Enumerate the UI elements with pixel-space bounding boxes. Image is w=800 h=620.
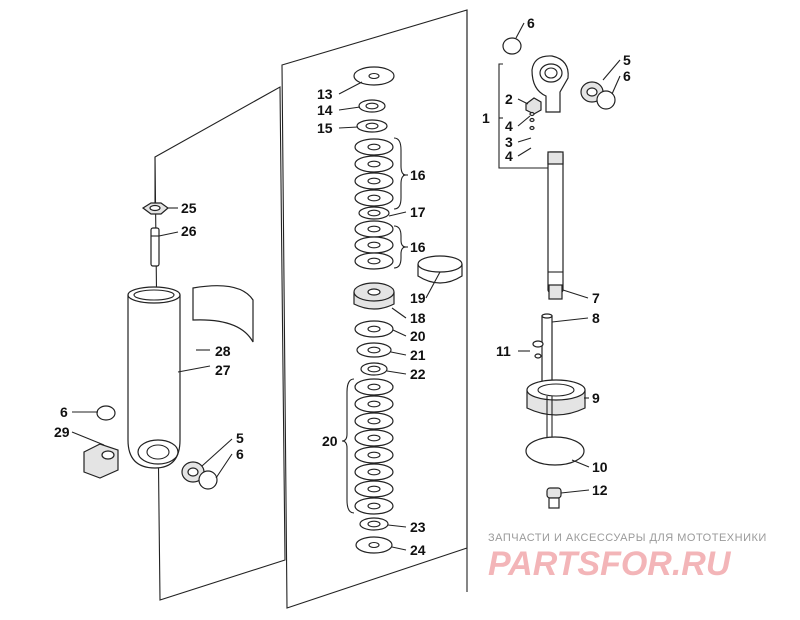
snap-ring-6-right-top <box>502 37 522 55</box>
callout-6-left-top: 6 <box>60 404 68 420</box>
callout-4-lower: 4 <box>505 148 513 164</box>
nut-25 <box>141 202 169 215</box>
callout-12: 12 <box>592 482 608 498</box>
callout-17: 17 <box>410 204 426 220</box>
callout-5-right: 5 <box>623 52 631 68</box>
callout-1: 1 <box>482 110 490 126</box>
callout-20-lower: 20 <box>322 433 338 449</box>
seal-head-9 <box>526 379 586 465</box>
reservoir-group <box>83 157 254 490</box>
snap-ring-6-left-bottom <box>198 470 218 490</box>
callout-10: 10 <box>592 459 608 475</box>
shaft-7 <box>547 151 564 300</box>
callout-labels: 25 26 28 27 6 29 5 6 13 14 15 16 17 16 1… <box>54 15 631 558</box>
snap-ring-6-left-top <box>96 405 116 421</box>
callout-20-upper: 20 <box>410 328 426 344</box>
callout-18: 18 <box>410 310 426 326</box>
fitting-12 <box>546 487 562 509</box>
callout-16-upper: 16 <box>410 167 426 183</box>
valve-26 <box>150 227 160 267</box>
callout-23: 23 <box>410 519 426 535</box>
callout-28: 28 <box>215 343 231 359</box>
callout-14: 14 <box>317 102 333 118</box>
leader-lines <box>71 22 621 551</box>
callout-7: 7 <box>592 290 600 306</box>
shaft-eyelet <box>531 55 569 113</box>
piston-18 <box>353 282 395 310</box>
piston-band-19 <box>417 255 463 284</box>
shim-stack-group <box>341 66 463 554</box>
callout-22: 22 <box>410 366 426 382</box>
snap-ring-6-right-bottom <box>596 90 616 110</box>
callout-5-left: 5 <box>236 430 244 446</box>
valve-2 <box>525 97 542 131</box>
watermark: ЗАПЧАСТИ И АКСЕССУАРЫ ДЛЯ МОТОТЕХНИКИ PA… <box>488 532 767 583</box>
callout-19: 19 <box>410 290 426 306</box>
bearing-5-left <box>181 461 205 483</box>
bracket-29 <box>83 443 119 479</box>
callout-2: 2 <box>505 91 513 107</box>
callout-6-right-top: 6 <box>527 15 535 31</box>
callout-11: 11 <box>496 343 511 359</box>
callout-6-left-bottom: 6 <box>236 446 244 462</box>
bumper-10 <box>525 436 585 466</box>
callout-15: 15 <box>317 120 333 136</box>
bolt-11 <box>532 340 544 359</box>
callout-4-upper: 4 <box>505 118 513 134</box>
callout-3: 3 <box>505 134 513 150</box>
callout-9: 9 <box>592 390 600 406</box>
sleeve-28 <box>192 285 254 343</box>
reservoir-body-27 <box>127 286 181 469</box>
shaft-group <box>502 37 616 509</box>
callout-16-lower: 16 <box>410 239 426 255</box>
callout-26: 26 <box>181 223 197 239</box>
watermark-logo: PARTSFOR.RU <box>488 545 732 583</box>
callout-27: 27 <box>215 362 231 378</box>
callout-25: 25 <box>181 200 197 216</box>
callout-6-right-bottom: 6 <box>623 68 631 84</box>
callout-21: 21 <box>410 347 426 363</box>
callout-24: 24 <box>410 542 426 558</box>
callout-29: 29 <box>54 424 70 440</box>
callout-13: 13 <box>317 86 333 102</box>
watermark-caption: ЗАПЧАСТИ И АКСЕССУАРЫ ДЛЯ МОТОТЕХНИКИ <box>488 532 767 544</box>
callout-8: 8 <box>592 310 600 326</box>
